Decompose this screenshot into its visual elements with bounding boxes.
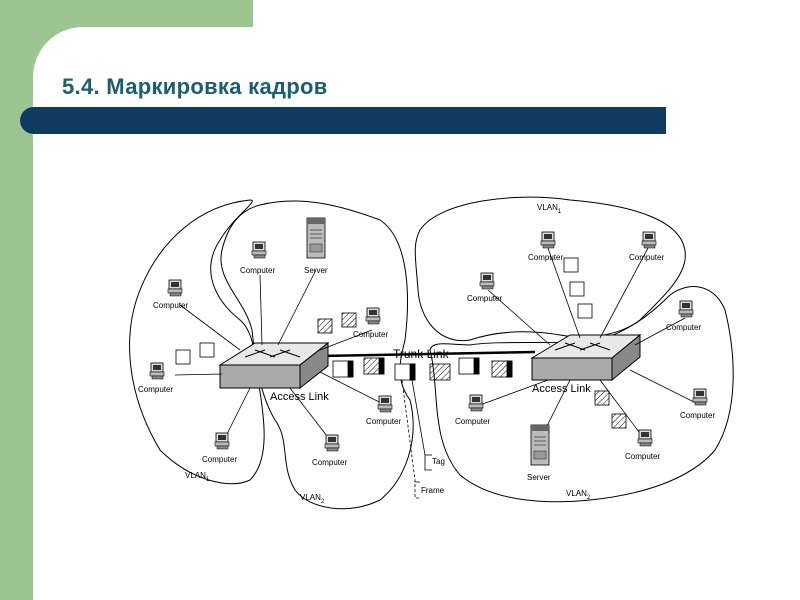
vlan2-right-boundary [429,286,734,503]
computer-icon [377,395,393,413]
access-link-label: Access Link [270,391,329,403]
computer-label: Computer [138,385,173,394]
computer-label: Computer [153,301,188,310]
computer-label: Computer [202,455,237,464]
computer-icon [324,434,340,452]
computer-icon [692,388,708,406]
computer-icon [365,307,381,325]
top-decoration [33,0,253,27]
sidebar-decoration [0,0,33,600]
computer-icon [251,241,267,259]
server-icon [530,424,550,466]
server-icon [306,217,326,259]
computer-icon [678,300,694,318]
computer-label: Computer [666,323,701,332]
vlan-label: VLAN2 [566,489,591,501]
computer-label: Computer [625,452,660,461]
frame-label: Frame [421,486,445,495]
computer-label: Computer [467,294,502,303]
trunk-link-label: Trunk Link [393,347,450,361]
vlan1-right-boundary [414,196,686,342]
computer-label: Computer [353,330,388,339]
vlan1-left-boundary [129,199,265,485]
computer-label: Computer [455,417,490,426]
vlan-label: VLAN1 [185,471,210,483]
computer-icon [468,394,484,412]
vlan2-left-boundary [220,200,414,510]
computer-icon [641,231,657,249]
server-label: Server [527,473,551,482]
computer-icon [214,432,230,450]
access-link-label: Access Link [532,383,591,395]
computer-icon [167,279,183,297]
computer-label: Computer [366,417,401,426]
left-switch [218,341,330,390]
computer-icon [637,429,653,447]
title-underline-bar [20,107,666,134]
right-switch [530,333,642,382]
computer-icon [149,362,165,380]
computer-icon [540,231,556,249]
vlan-label: VLAN2 [300,493,325,505]
computer-label: Computer [240,266,275,275]
computer-icon [479,272,495,290]
computer-label: Computer [680,411,715,420]
vlan-label: VLAN1 [537,203,562,215]
computer-label: Computer [629,253,664,262]
computer-label: Computer [312,458,347,467]
server-label: Server [304,266,328,275]
tag-label: Tag [432,457,445,466]
slide-title: 5.4. Маркировка кадров [62,74,328,99]
computer-label: Computer [528,253,563,262]
trunk-line [319,350,536,358]
